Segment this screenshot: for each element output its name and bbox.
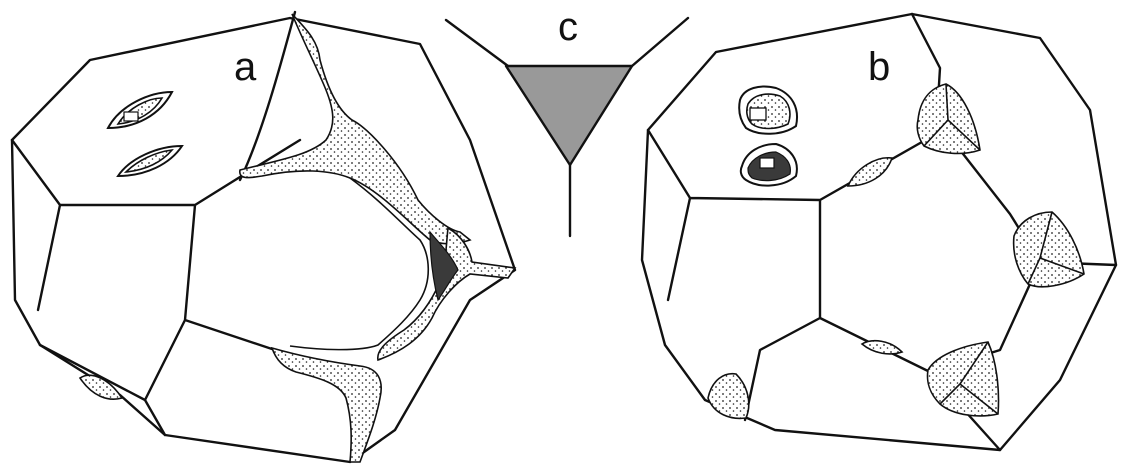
panel-a-curved-edge (240, 12, 295, 180)
panel-a-face-pores (108, 92, 182, 176)
panel-b-edge-pore-2 (862, 341, 902, 354)
panel-a-grain: a (12, 12, 515, 462)
panel-c-triple-junction: c (446, 5, 688, 236)
panel-a-channel-lower (272, 348, 381, 462)
panel-c-branch-left (446, 20, 508, 66)
panel-c-branch-right (632, 18, 688, 66)
panel-a-label: a (234, 45, 257, 89)
panel-b-grain: b (642, 14, 1116, 450)
panel-b-face-pores (739, 87, 797, 186)
panel-a-edge-pore (80, 375, 122, 399)
panel-b-edge-pore-3 (708, 374, 749, 419)
panel-a-channel-upper (240, 14, 470, 244)
panel-b-edge-pore-1 (848, 158, 892, 186)
panel-c-pore-triangle (506, 66, 632, 165)
panel-b-label: b (868, 45, 890, 89)
panel-c-label: c (558, 5, 578, 49)
panel-a-face-edges (12, 140, 300, 435)
